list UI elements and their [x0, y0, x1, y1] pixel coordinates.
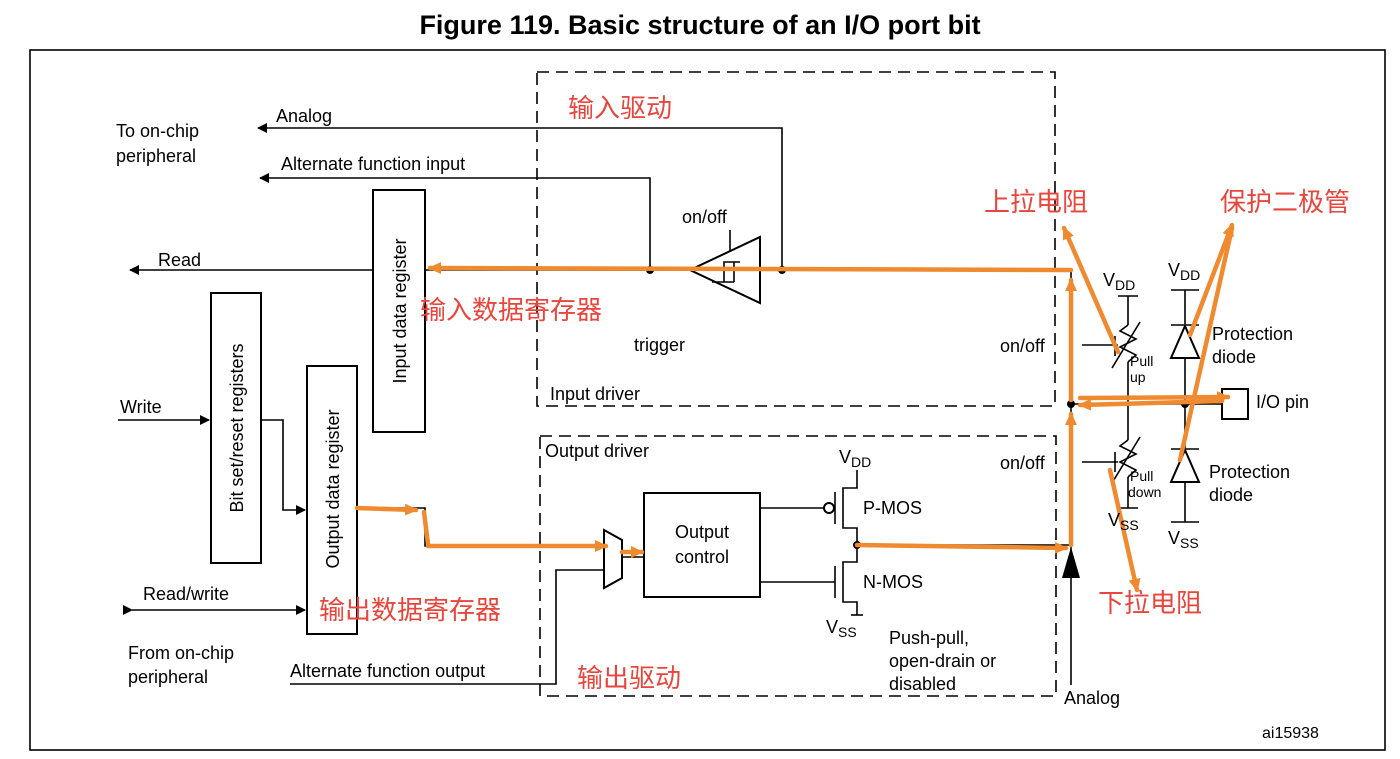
output-data-register-label: Output data register [323, 409, 343, 568]
alt-func-input-line [259, 173, 651, 270]
pmos-gate-bubble [823, 502, 835, 514]
hysteresis-icon [712, 261, 740, 283]
pullup-onoff-label: on/off [1000, 336, 1046, 356]
vdd-pmos-label: VDD [839, 447, 871, 470]
annotation-input-data-register: 输入数据寄存器 [420, 296, 602, 326]
output-driver-box [539, 435, 1057, 697]
analog-top-label: Analog [276, 106, 332, 126]
multiplexer-icon [603, 528, 623, 590]
write-label: Write [120, 397, 162, 417]
alt-func-output-line [290, 569, 604, 685]
output-data-register [306, 365, 358, 635]
analog-input-line [257, 123, 783, 270]
from-onchip-label-1: From on-chip [128, 643, 234, 663]
vdd-pullup-label: VDD [1103, 270, 1135, 293]
from-onchip-label-2: peripheral [128, 667, 208, 687]
protection-upper-label-1: Protection [1212, 324, 1293, 344]
orange-output-arrow-5 [854, 541, 1069, 554]
input-data-register-label: Input data register [390, 238, 410, 383]
pulldown-label-1: Pull [1130, 468, 1153, 484]
orange-output-arrow-2 [421, 509, 431, 547]
orange-pin-arrow [1077, 398, 1225, 411]
vss-nmos-label: VSS [826, 617, 857, 640]
annotation-protection-diode: 保护二极管 [1220, 188, 1350, 218]
output-control-label-1: Output [675, 522, 729, 542]
alt-input-label: Alternate function input [281, 154, 465, 174]
protection-lower-label-1: Protection [1209, 462, 1290, 482]
figure-id-label: ai15938 [1262, 725, 1319, 742]
trigger-onoff-label: on/off [682, 207, 728, 227]
bit-set-reset-label: Bit set/reset registers [227, 343, 247, 512]
pullup-variable-arrow [1111, 321, 1141, 369]
orange-pullup-arrow [1061, 225, 1121, 355]
orange-output-arrow-1 [354, 503, 419, 516]
input-driver-box [536, 71, 1056, 407]
bit-set-reset-registers [210, 292, 262, 564]
pmos-channel [842, 470, 858, 545]
vdd-diode-label: VDD [1168, 260, 1200, 283]
to-onchip-label-2: peripheral [116, 146, 196, 166]
annotation-output-drive: 输出驱动 [577, 664, 681, 694]
output-driver-label: Output driver [545, 441, 649, 461]
orange-diode-arrow-2 [1177, 225, 1235, 463]
input-driver-label: Input driver [550, 384, 640, 404]
set-reset-to-output-line [261, 419, 306, 515]
orange-annotation-arrows [354, 222, 1235, 593]
io-pin-label: I/O pin [1256, 392, 1309, 412]
vss-diode-label: VSS [1168, 528, 1199, 551]
pulldown-variable-arrow [1111, 436, 1141, 484]
analog-arrow-icon [1062, 547, 1080, 578]
orange-diode-arrow-1 [1187, 222, 1235, 338]
figure-title: Figure 119. Basic structure of an I/O po… [419, 10, 981, 40]
alt-output-label: Alternate function output [290, 661, 485, 681]
orange-pin-out-arrow [1077, 391, 1231, 404]
annotation-pulldown-resistor: 下拉电阻 [1098, 589, 1202, 619]
trigger-label: trigger [634, 335, 685, 355]
output-control-block [643, 492, 761, 598]
annotation-input-drive: 输入驱动 [568, 94, 672, 124]
outer-frame [29, 49, 1386, 751]
protection-upper-label-2: diode [1212, 347, 1256, 367]
read-label: Read [158, 250, 201, 270]
pullup-label-2: up [1130, 369, 1146, 385]
io-pin-pad [1221, 388, 1249, 420]
push-pull-label-3: disabled [889, 674, 956, 694]
nmos-channel [842, 545, 858, 615]
protection-lower-label-2: diode [1209, 485, 1253, 505]
annotation-output-data-register: 输出数据寄存器 [319, 596, 501, 626]
to-onchip-label-1: To on-chip [116, 121, 199, 141]
annotation-pullup-resistor: 上拉电阻 [984, 188, 1088, 218]
input-data-register [372, 189, 426, 433]
pulldown-label-2: down [1128, 484, 1161, 500]
output-reg-to-mux-line [357, 507, 604, 547]
read-write-label: Read/write [143, 584, 229, 604]
protection-diode-lower-icon [1169, 447, 1201, 483]
push-pull-label-2: open-drain or [889, 651, 996, 671]
protection-diode-upper-icon [1169, 323, 1201, 359]
pulldown-onoff-label: on/off [1000, 453, 1046, 473]
nmos-label: N-MOS [863, 572, 923, 592]
vss-pulldown-label: VSS [1108, 510, 1139, 533]
orange-pulldown-arrow [1107, 467, 1141, 593]
output-control-label-2: control [675, 547, 729, 567]
push-pull-label-1: Push-pull, [889, 628, 969, 648]
pmos-label: P-MOS [863, 498, 922, 518]
orange-input-arrow [427, 262, 1074, 275]
analog-bottom-label: Analog [1064, 688, 1120, 708]
pullup-label-1: Pull [1130, 353, 1153, 369]
